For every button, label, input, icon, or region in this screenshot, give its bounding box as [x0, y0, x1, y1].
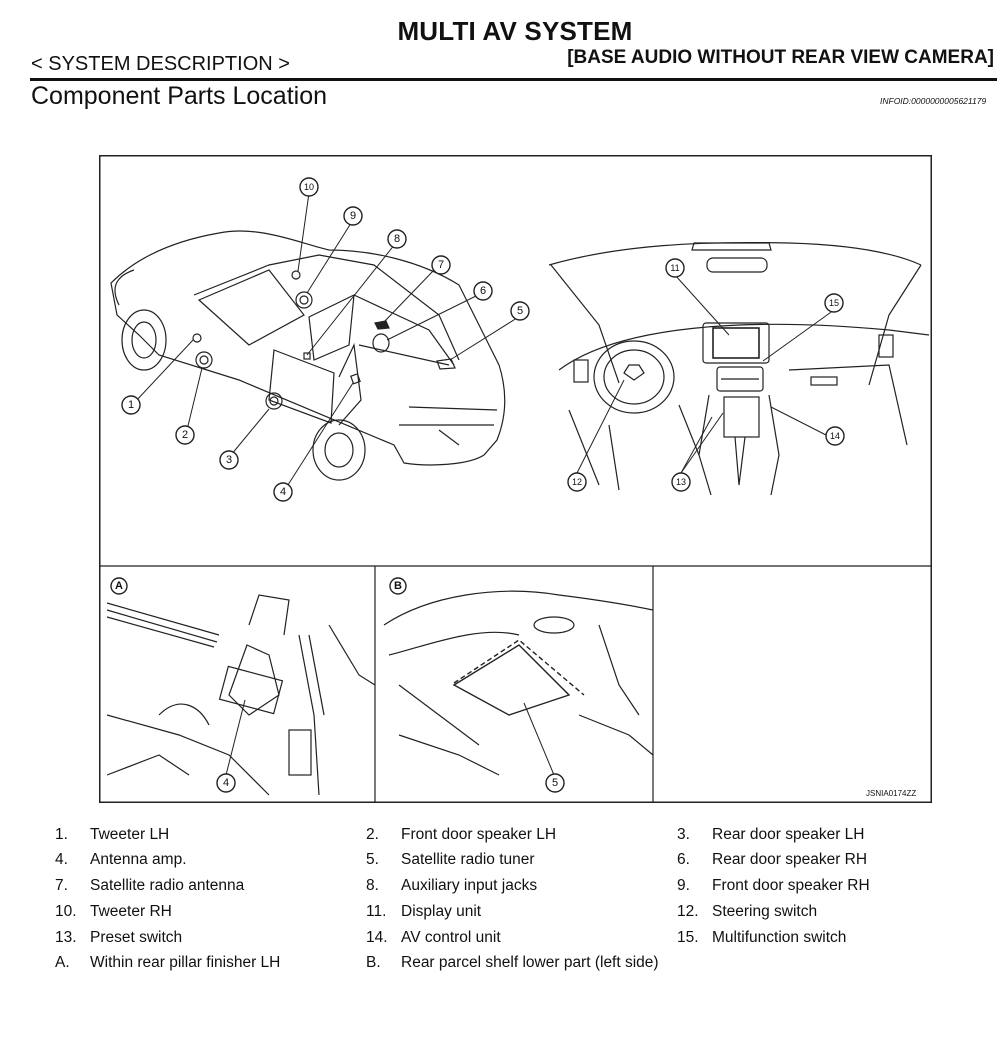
callout-1 — [121, 395, 141, 415]
svg-text:5: 5 — [552, 777, 558, 789]
svg-text:8: 8 — [394, 233, 400, 245]
svg-text:1: 1 — [128, 399, 134, 411]
callout-14 — [825, 426, 845, 446]
page-subtitle: [BASE AUDIO WITHOUT REAR VIEW CAMERA] — [567, 47, 994, 68]
callout-2 — [175, 425, 195, 445]
svg-text:4: 4 — [280, 486, 286, 498]
callout-9 — [343, 206, 363, 226]
callout-15 — [824, 293, 844, 313]
callout-4 — [273, 482, 293, 502]
component-location-figure: 1 2 3 4 5 6 7 8 9 10 11 12 13 14 15 A B … — [99, 155, 932, 803]
svg-text:10: 10 — [304, 182, 314, 192]
svg-text:3: 3 — [226, 454, 232, 466]
callout-3 — [219, 450, 239, 470]
svg-text:5: 5 — [517, 305, 523, 317]
callout-12 — [567, 472, 587, 492]
callout-11 — [665, 258, 685, 278]
svg-text:12: 12 — [572, 477, 582, 487]
svg-text:A: A — [115, 580, 123, 592]
callout-5-inset — [545, 773, 565, 793]
callout-10 — [299, 177, 319, 197]
inset-b-drawing — [383, 577, 654, 776]
section-title: Component Parts Location — [31, 82, 328, 110]
car-components — [192, 270, 456, 410]
header-rule — [30, 78, 997, 81]
svg-text:B: B — [394, 580, 402, 592]
svg-text:15: 15 — [829, 298, 839, 308]
callout-6 — [473, 281, 493, 301]
inset-a-drawing — [106, 577, 376, 796]
svg-text:9: 9 — [350, 210, 356, 222]
info-id: INFOID:0000000005621179 — [880, 96, 987, 106]
svg-text:14: 14 — [830, 431, 840, 441]
svg-text:11: 11 — [670, 263, 679, 273]
callout-5 — [510, 301, 530, 321]
svg-text:2: 2 — [182, 429, 188, 441]
callout-labels: 1 2 3 4 5 6 7 8 9 10 11 12 13 14 15 A B … — [115, 182, 840, 789]
figure-code: JSNIA0174ZZ — [866, 789, 917, 798]
svg-text:13: 13 — [676, 477, 686, 487]
page-title: MULTI AV SYSTEM — [397, 16, 633, 46]
callout-7 — [431, 255, 451, 275]
svg-text:6: 6 — [480, 285, 486, 297]
callout-4-inset — [216, 773, 236, 793]
dashboard-drawing — [548, 241, 930, 496]
section-label: < SYSTEM DESCRIPTION > — [31, 53, 290, 75]
callout-13 — [671, 472, 691, 492]
svg-text:4: 4 — [223, 777, 229, 789]
callout-circles — [121, 177, 845, 793]
figure-frame — [99, 155, 932, 803]
callout-8 — [387, 229, 407, 249]
svg-text:7: 7 — [438, 259, 444, 271]
